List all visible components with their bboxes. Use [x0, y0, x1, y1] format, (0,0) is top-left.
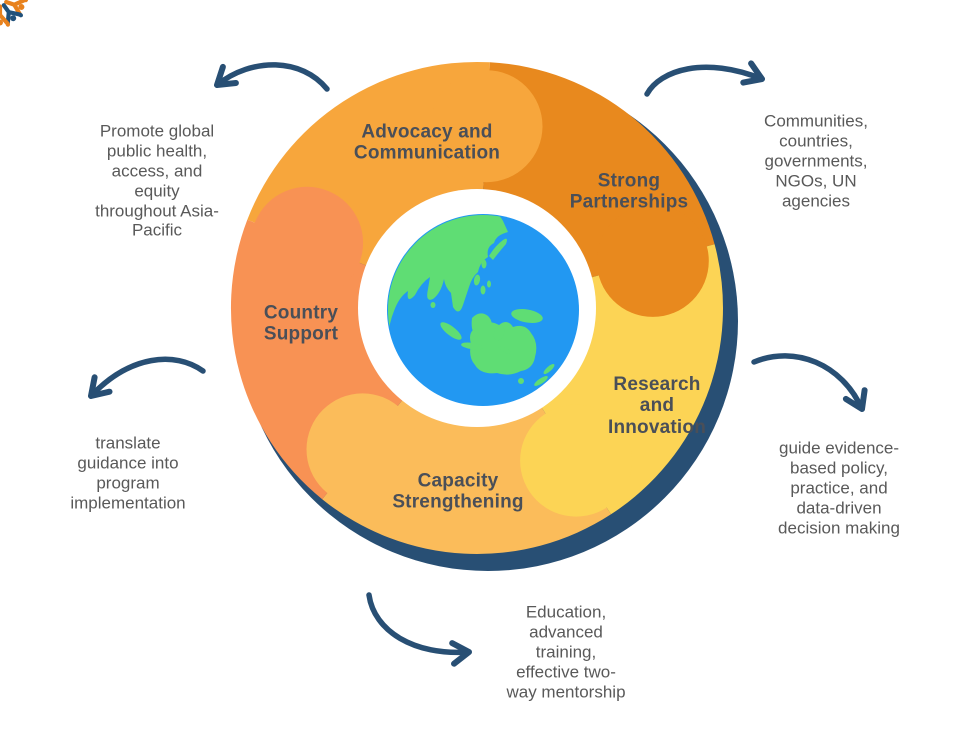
island — [534, 376, 548, 386]
segment-label-research-innovation: Research and Innovation — [607, 374, 707, 438]
landmass — [472, 216, 498, 233]
island — [440, 322, 462, 340]
arrowhead-icon — [214, 63, 239, 88]
arrowhead-icon — [449, 640, 472, 667]
person-head — [10, 15, 17, 22]
arrow-curve — [88, 356, 206, 399]
arrow-curve — [366, 592, 472, 656]
island — [493, 325, 505, 341]
annotation-bottom: Education, advanced training, effective … — [506, 602, 626, 701]
segment-label-country-support: Country Support — [263, 302, 339, 345]
person-body — [1, 3, 11, 14]
curved-arrow-bottom — [366, 592, 472, 667]
island — [481, 259, 487, 269]
island — [430, 302, 436, 308]
annotation-right: guide evidence- based policy, practice, … — [778, 438, 900, 537]
curved-arrow-top-left — [214, 62, 330, 92]
island — [480, 285, 486, 295]
person-arms — [0, 12, 10, 26]
island — [511, 309, 543, 323]
logo-person — [4, 0, 27, 18]
segment-label-strong-partnerships: Strong Partnerships — [569, 170, 689, 213]
segment-head-research-innovation — [520, 404, 633, 517]
segment-head-strong-partnerships — [596, 204, 709, 317]
logo-person — [0, 4, 10, 26]
person-body — [4, 0, 16, 7]
island — [543, 363, 555, 375]
arrowhead-icon — [842, 387, 868, 412]
annotation-top-left: Promote global public health, access, an… — [95, 121, 219, 240]
globe — [387, 214, 579, 406]
segment-head-country-support — [251, 186, 364, 299]
arrow-curve — [751, 353, 865, 412]
segment-head-capacity-strengthening — [306, 393, 419, 506]
landmass — [489, 238, 507, 260]
curved-arrow-right — [751, 353, 868, 412]
segment-label-advocacy-communication: Advocacy and Communication — [353, 121, 501, 164]
island — [487, 280, 491, 288]
segment-label-capacity-strengthening: Capacity Strengthening — [392, 470, 524, 513]
arrow-curve — [214, 62, 330, 92]
island — [498, 346, 512, 354]
curved-arrow-left — [88, 356, 206, 399]
island — [461, 342, 483, 350]
island — [473, 274, 481, 286]
arrowhead-icon — [740, 60, 765, 86]
curved-arrow-top-right — [644, 60, 765, 97]
person-head — [0, 19, 3, 26]
island — [518, 378, 524, 384]
person-head — [18, 3, 25, 10]
annotation-left: translate guidance into program implemen… — [70, 433, 186, 512]
annotation-top-right: Communities, countries, governments, NGO… — [764, 111, 868, 210]
segment-head-advocacy-communication — [430, 70, 543, 183]
arrowhead-icon — [88, 374, 113, 399]
arrow-curve — [644, 64, 765, 97]
